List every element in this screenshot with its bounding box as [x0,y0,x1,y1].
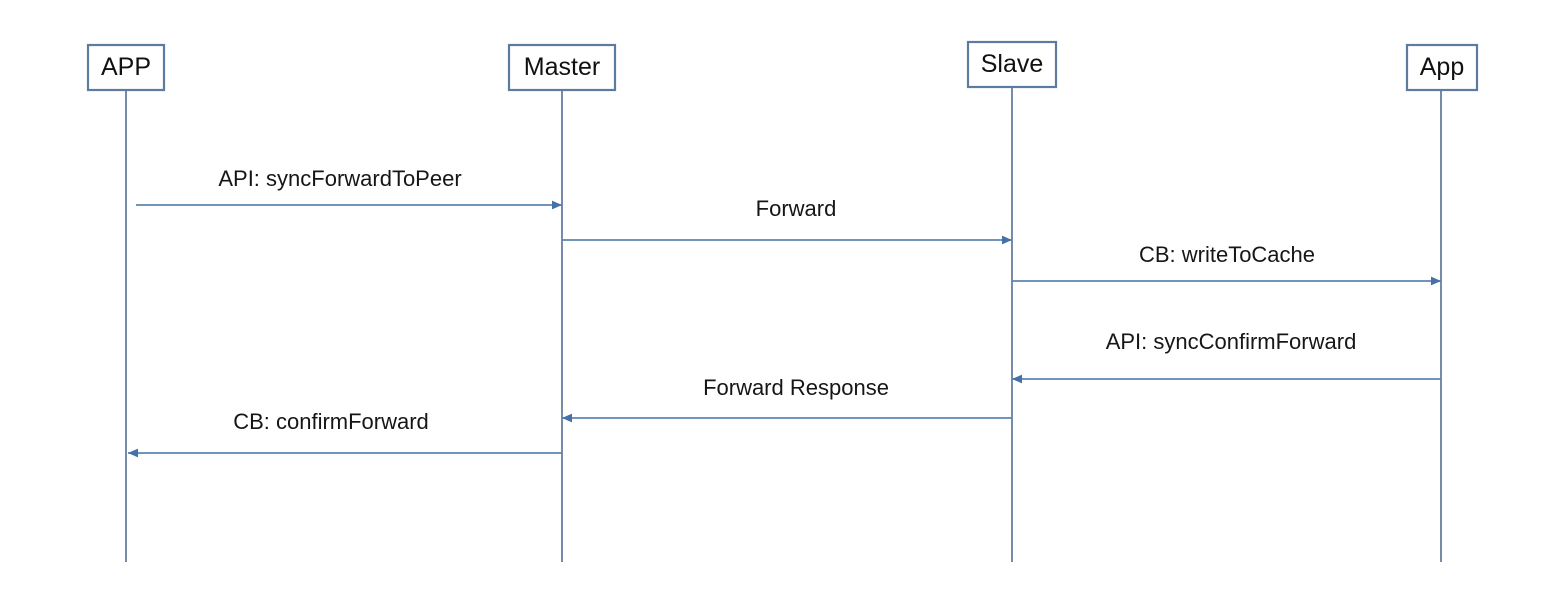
actor-box-master[interactable]: Master [507,43,617,92]
message-label-msg-3: CB: writeToCache [1139,242,1315,267]
lifelines-group [125,87,1442,562]
message-label-msg-2: Forward [756,196,837,221]
actor-box-rect-app_right [1405,43,1479,92]
actor-box-app_left[interactable]: APP [86,43,166,92]
actor-label-master: Master [524,53,600,81]
actor-box-slave[interactable]: Slave [966,40,1058,89]
message-msg-1[interactable]: API: syncForwardToPeer [136,166,562,210]
actor-box-rect-master [507,43,617,92]
actor-label-app_right: App [1420,53,1464,81]
actor-label-slave: Slave [981,50,1044,78]
message-label-msg-5: Forward Response [703,375,889,400]
actor-box-rect-app_left [86,43,166,92]
message-label-msg-1: API: syncForwardToPeer [218,166,461,191]
message-label-msg-4: API: syncConfirmForward [1106,329,1357,354]
message-msg-5[interactable]: Forward Response [562,375,1012,423]
message-msg-6[interactable]: CB: confirmForward [128,409,562,458]
actor-box-app_right[interactable]: App [1405,43,1479,92]
message-msg-2[interactable]: Forward [562,196,1012,245]
actor-boxes-group: APP Master Slave App [86,40,1479,92]
actor-label-app_left: APP [101,53,151,81]
message-label-msg-6: CB: confirmForward [233,409,429,434]
message-msg-3[interactable]: CB: writeToCache [1012,242,1441,286]
message-msg-4[interactable]: API: syncConfirmForward [1012,329,1441,384]
actor-box-rect-slave [966,40,1058,89]
